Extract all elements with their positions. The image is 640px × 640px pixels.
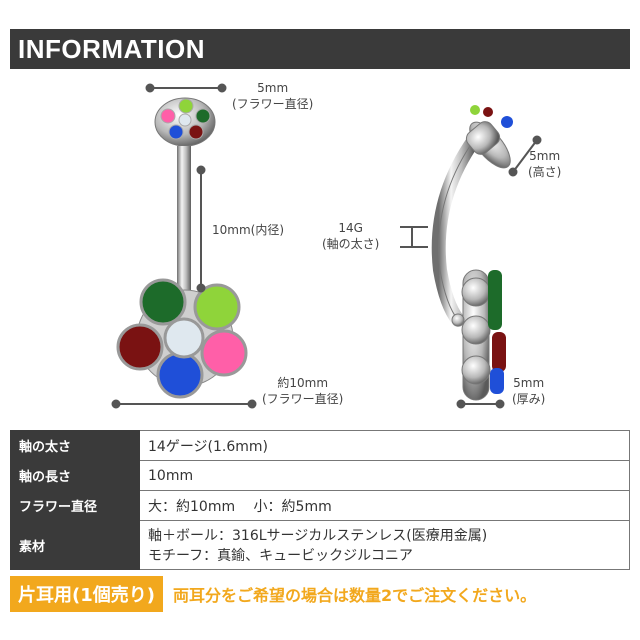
table-row: 軸の長さ 10mm — [10, 460, 630, 491]
product-illustration — [111, 83, 542, 409]
dim-small-flower-caption: (フラワー直径) — [232, 97, 314, 111]
shaft — [177, 146, 191, 316]
dim-inner-length-value: 10mm(内径) — [212, 223, 285, 237]
section-title: INFORMATION — [18, 33, 205, 64]
spec-key: 軸の長さ — [10, 460, 140, 491]
small-flower — [154, 97, 216, 147]
purchase-note: 片耳用(1個売り) 両耳分をご希望の場合は数量2でご注文ください。 — [10, 576, 630, 612]
spec-table: 軸の太さ 14ゲージ(1.6mm) 軸の長さ 10mm フラワー直径 大：約10… — [10, 430, 630, 570]
front-view — [116, 97, 248, 399]
table-row: 素材 軸＋ボール：316Lサージカルステンレス(医療用金属) モチーフ：真鍮、キ… — [10, 520, 630, 570]
dim-small-flower-value: 5mm — [257, 81, 289, 95]
dim-inner-length: 10mm(内径) — [212, 222, 284, 238]
dim-large-flower-caption: (フラワー直径) — [262, 392, 344, 406]
table-row: 軸の太さ 14ゲージ(1.6mm) — [10, 430, 630, 461]
spec-value-line: 軸＋ボール：316Lサージカルステンレス(医療用金属) — [148, 528, 488, 544]
dim-gauge: 14G (軸の太さ) — [322, 220, 379, 252]
small-flower-profile — [465, 105, 513, 169]
dim-large-flower: 約10mm (フラワー直径) — [262, 375, 343, 407]
dim-gauge-caption: (軸の太さ) — [322, 237, 380, 251]
spec-key: フラワー直径 — [10, 490, 140, 521]
spec-value-line: モチーフ：真鍮、キュービックジルコニア — [148, 548, 413, 564]
spec-key: 素材 — [10, 520, 140, 570]
spec-value: 14ゲージ(1.6mm) — [139, 430, 630, 461]
dim-gauge-value: 14G — [338, 221, 363, 235]
quantity-message: 両耳分をご希望の場合は数量2でご注文ください。 — [172, 586, 537, 605]
dim-thickness: 5mm (厚み) — [512, 375, 545, 407]
spec-key: 軸の太さ — [10, 430, 140, 461]
dim-thickness-caption: (厚み) — [512, 392, 546, 406]
front-dimension-lines — [111, 83, 257, 409]
spec-value: 軸＋ボール：316Lサージカルステンレス(医療用金属) モチーフ：真鍮、キュービ… — [139, 520, 630, 570]
dim-large-flower-value: 約10mm — [277, 376, 329, 390]
section-header: INFORMATION — [10, 29, 630, 69]
large-flower-profile — [461, 269, 506, 401]
product-figure: 5mm (フラワー直径) 10mm(内径) 約10mm (フラワー直径) 14G… — [0, 70, 640, 430]
dim-small-flower: 5mm (フラワー直径) — [232, 80, 313, 112]
dim-height-value: 5mm — [529, 149, 561, 163]
large-flower — [116, 278, 248, 399]
side-view — [431, 105, 513, 401]
dim-height-caption: (高さ) — [528, 165, 562, 179]
dim-thickness-value: 5mm — [513, 376, 545, 390]
single-ear-badge: 片耳用(1個売り) — [10, 576, 163, 612]
dim-height: 5mm (高さ) — [528, 148, 561, 180]
side-dimension-lines — [400, 135, 542, 409]
spec-value: 10mm — [139, 460, 630, 491]
table-row: フラワー直径 大：約10mm 小：約5mm — [10, 490, 630, 521]
spec-value: 大：約10mm 小：約5mm — [139, 490, 630, 521]
